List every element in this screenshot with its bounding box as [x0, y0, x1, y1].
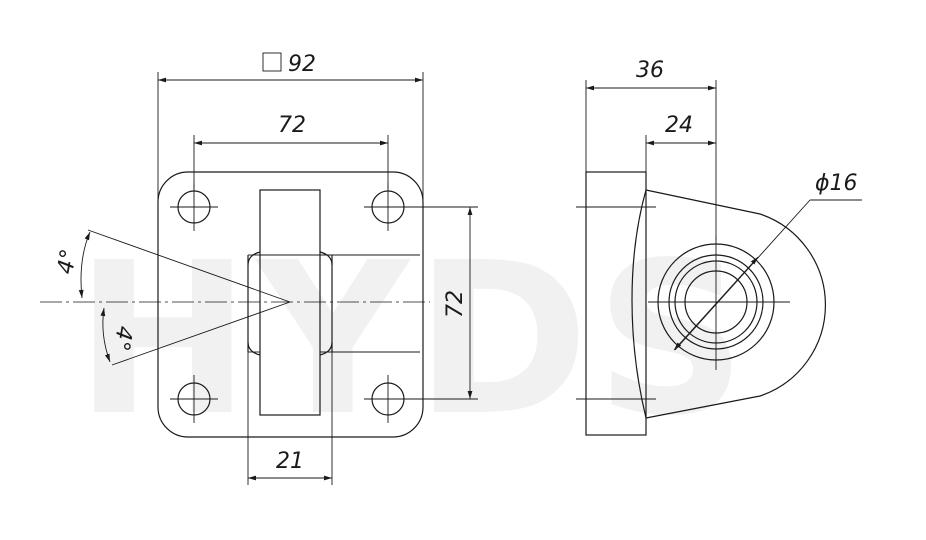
dim-bore-value: ϕ16 — [815, 171, 858, 196]
front-view: 4° 4° 92 72 72 21 — [40, 52, 478, 485]
square-symbol — [262, 52, 282, 72]
angle-label-lower: 4° — [108, 324, 137, 353]
angle-label-upper: 4° — [53, 247, 82, 276]
angle-arc-upper — [78, 231, 91, 299]
angle-arc-lower — [100, 307, 111, 363]
center-boss — [247, 189, 420, 416]
side-base-plate — [585, 171, 647, 436]
dim-square-value: 92 — [288, 52, 316, 77]
dim-boss-depth-value: 24 — [665, 113, 693, 138]
side-view: ϕ16 36 24 — [576, 58, 862, 436]
dim-hole-horizontal-value: 72 — [278, 113, 306, 138]
dim-slot-value: 21 — [276, 449, 304, 474]
dim-line-bore — [673, 256, 759, 351]
dim-total-depth-value: 36 — [636, 58, 664, 83]
dim-hole-vertical-value: 72 — [443, 290, 468, 318]
watermark: HYDS — [75, 217, 752, 462]
flange-outline — [157, 171, 424, 438]
